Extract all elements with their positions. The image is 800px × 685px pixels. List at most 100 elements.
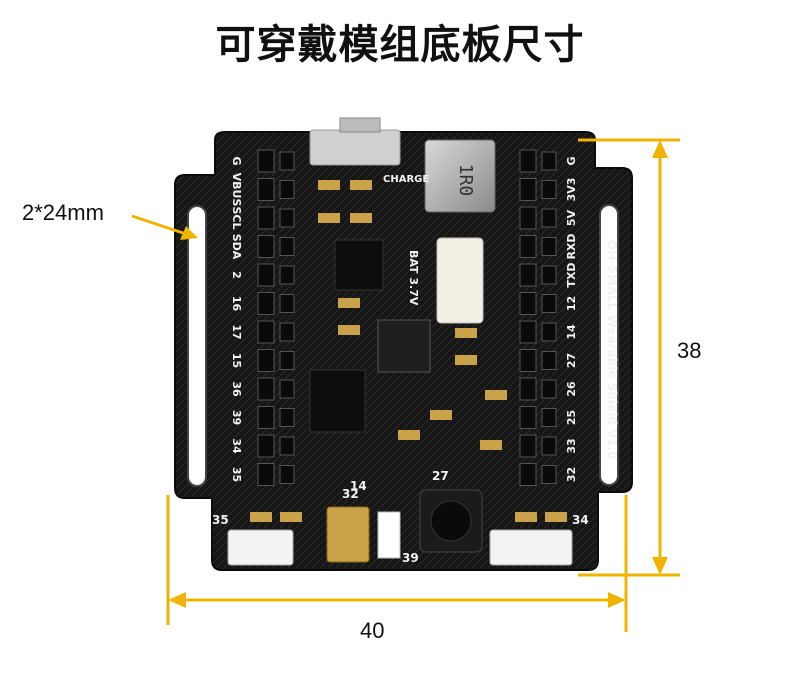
charge-label: CHARGE [383,174,429,185]
dimension-lines [131,138,680,632]
right-pin [541,379,557,399]
bottom-label: 39 [402,551,419,565]
left-pin [257,406,275,429]
left-pin [257,320,275,344]
left-pin [279,265,295,285]
left-pin-label: G [230,156,243,165]
right-pin [541,151,557,171]
right-pin [519,377,537,401]
right-pin [541,465,557,484]
left-pin [279,351,295,370]
chip-qfn [377,319,431,373]
left-pin [279,408,295,427]
left-pin-label: 15 [230,353,243,368]
chip-u1 [334,239,384,291]
right-pin [541,294,557,313]
bottom-label: 14 [350,479,367,493]
left-pin-label: SDA [230,234,243,260]
led [377,511,401,559]
width-dimension-label: 40 [360,618,385,643]
left-pin [279,208,295,228]
left-pin [279,379,295,399]
left-pin-label: 16 [230,296,243,312]
left-pin [279,237,295,256]
left-pin-label: 36 [230,381,243,397]
buzzer [419,489,483,553]
right-pin-label: 25 [565,410,578,425]
right-pin [519,206,537,230]
right-header-pins: G 3V3 5V RXD TXD 12 14 27 26 25 33 32 [519,149,578,486]
connector-left [227,529,294,566]
right-pin-label: 27 [565,353,578,368]
page-title: 可穿戴模组底板尺寸 [215,22,585,68]
left-pin [279,180,295,199]
bottom-label: 27 [432,469,449,483]
left-pin-label: 35 [230,467,243,482]
battery-label: BAT 3.7V [407,250,420,306]
right-pin-label: 32 [565,467,578,482]
right-pin-label: 12 [565,296,578,311]
left-pin [279,151,295,171]
right-pin-label: 26 [565,381,578,397]
right-slot [599,204,619,486]
left-pin-label: VBUS [230,173,243,207]
left-pin-label: 17 [230,324,243,339]
right-pin [541,208,557,228]
left-pin [279,322,295,342]
left-pin [257,349,275,372]
right-pin-label: 5V [565,209,578,226]
right-pin [541,237,557,256]
bottom-label: 35 [212,513,229,527]
right-pin [519,178,537,201]
height-dimension-label: 38 [677,338,702,363]
chip-soic [309,369,366,433]
left-pin [257,206,275,230]
left-pin [257,263,275,287]
right-pin [541,408,557,427]
right-pin-label: G [565,156,578,165]
right-pin [519,149,537,173]
left-pin [279,294,295,313]
left-pin-label: SCL [230,206,243,229]
left-pin [257,463,275,486]
inductor: 1R0 [424,139,496,213]
left-pin [279,465,295,484]
right-pin [519,292,537,315]
left-pin [257,292,275,315]
board-name-label: QH-SMALL Wearable Shield V1.0 [605,240,619,460]
right-pin-label: 14 [565,324,578,340]
right-pin [541,180,557,199]
usb-connector [309,117,401,166]
microphone [326,506,370,563]
connector-right [489,529,573,566]
left-pin [257,235,275,258]
right-pin [541,322,557,342]
right-pin [519,320,537,344]
bottom-label: 32 [342,487,359,501]
right-pin [519,434,537,458]
right-pin-label: TXD [565,262,578,287]
left-pin [257,178,275,201]
left-pin-label: 34 [230,438,243,454]
right-pin [519,235,537,258]
left-pin [257,434,275,458]
right-pin [541,351,557,370]
left-pin [257,149,275,173]
right-pin [519,349,537,372]
left-pin-label: 2 [230,271,243,279]
right-pin [519,263,537,287]
left-pin [257,377,275,401]
right-pin [519,463,537,486]
inductor-label: 1R0 [455,164,476,197]
right-pin [541,436,557,456]
battery-connector [436,237,484,324]
left-pin [279,436,295,456]
right-pin-label: 33 [565,438,578,453]
right-pin-label: 3V3 [565,178,578,202]
right-pin [519,406,537,429]
slot-dimension-label: 2*24mm [22,200,104,225]
right-pin-label: RXD [565,233,578,259]
bottom-label: 34 [572,513,589,527]
